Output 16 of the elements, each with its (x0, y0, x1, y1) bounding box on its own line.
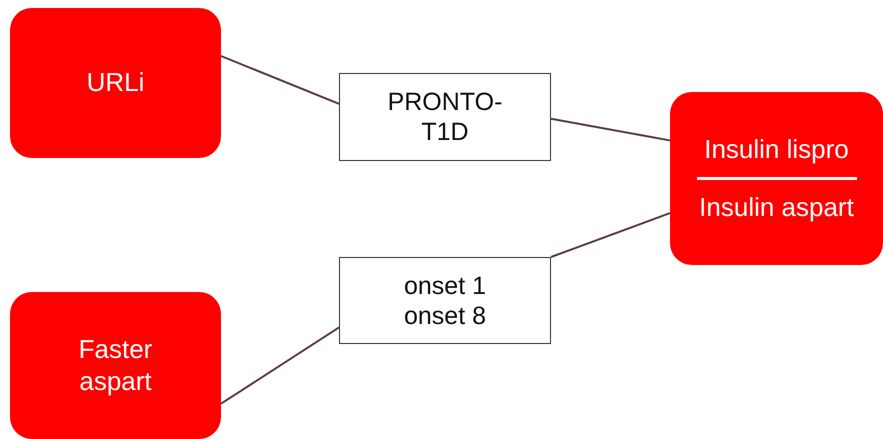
node-text: Insulin lispro (704, 134, 849, 165)
node-text: Insulin aspart (699, 192, 854, 224)
rounded-box (670, 92, 883, 265)
connector-line (220, 326, 340, 405)
connector-line (220, 55, 340, 105)
rounded-box (10, 292, 221, 439)
node-text: PRONTO-T1D (386, 87, 504, 147)
connector-line (550, 212, 670, 258)
node-text: onset 1 (404, 270, 486, 300)
connector-line (550, 118, 670, 142)
node-text: Faster aspart (78, 334, 154, 397)
rounded-box (10, 8, 221, 158)
label-box (339, 257, 551, 344)
label-box (339, 73, 551, 161)
node-text: onset 8 (404, 300, 486, 330)
node-text: URLi (86, 67, 144, 99)
